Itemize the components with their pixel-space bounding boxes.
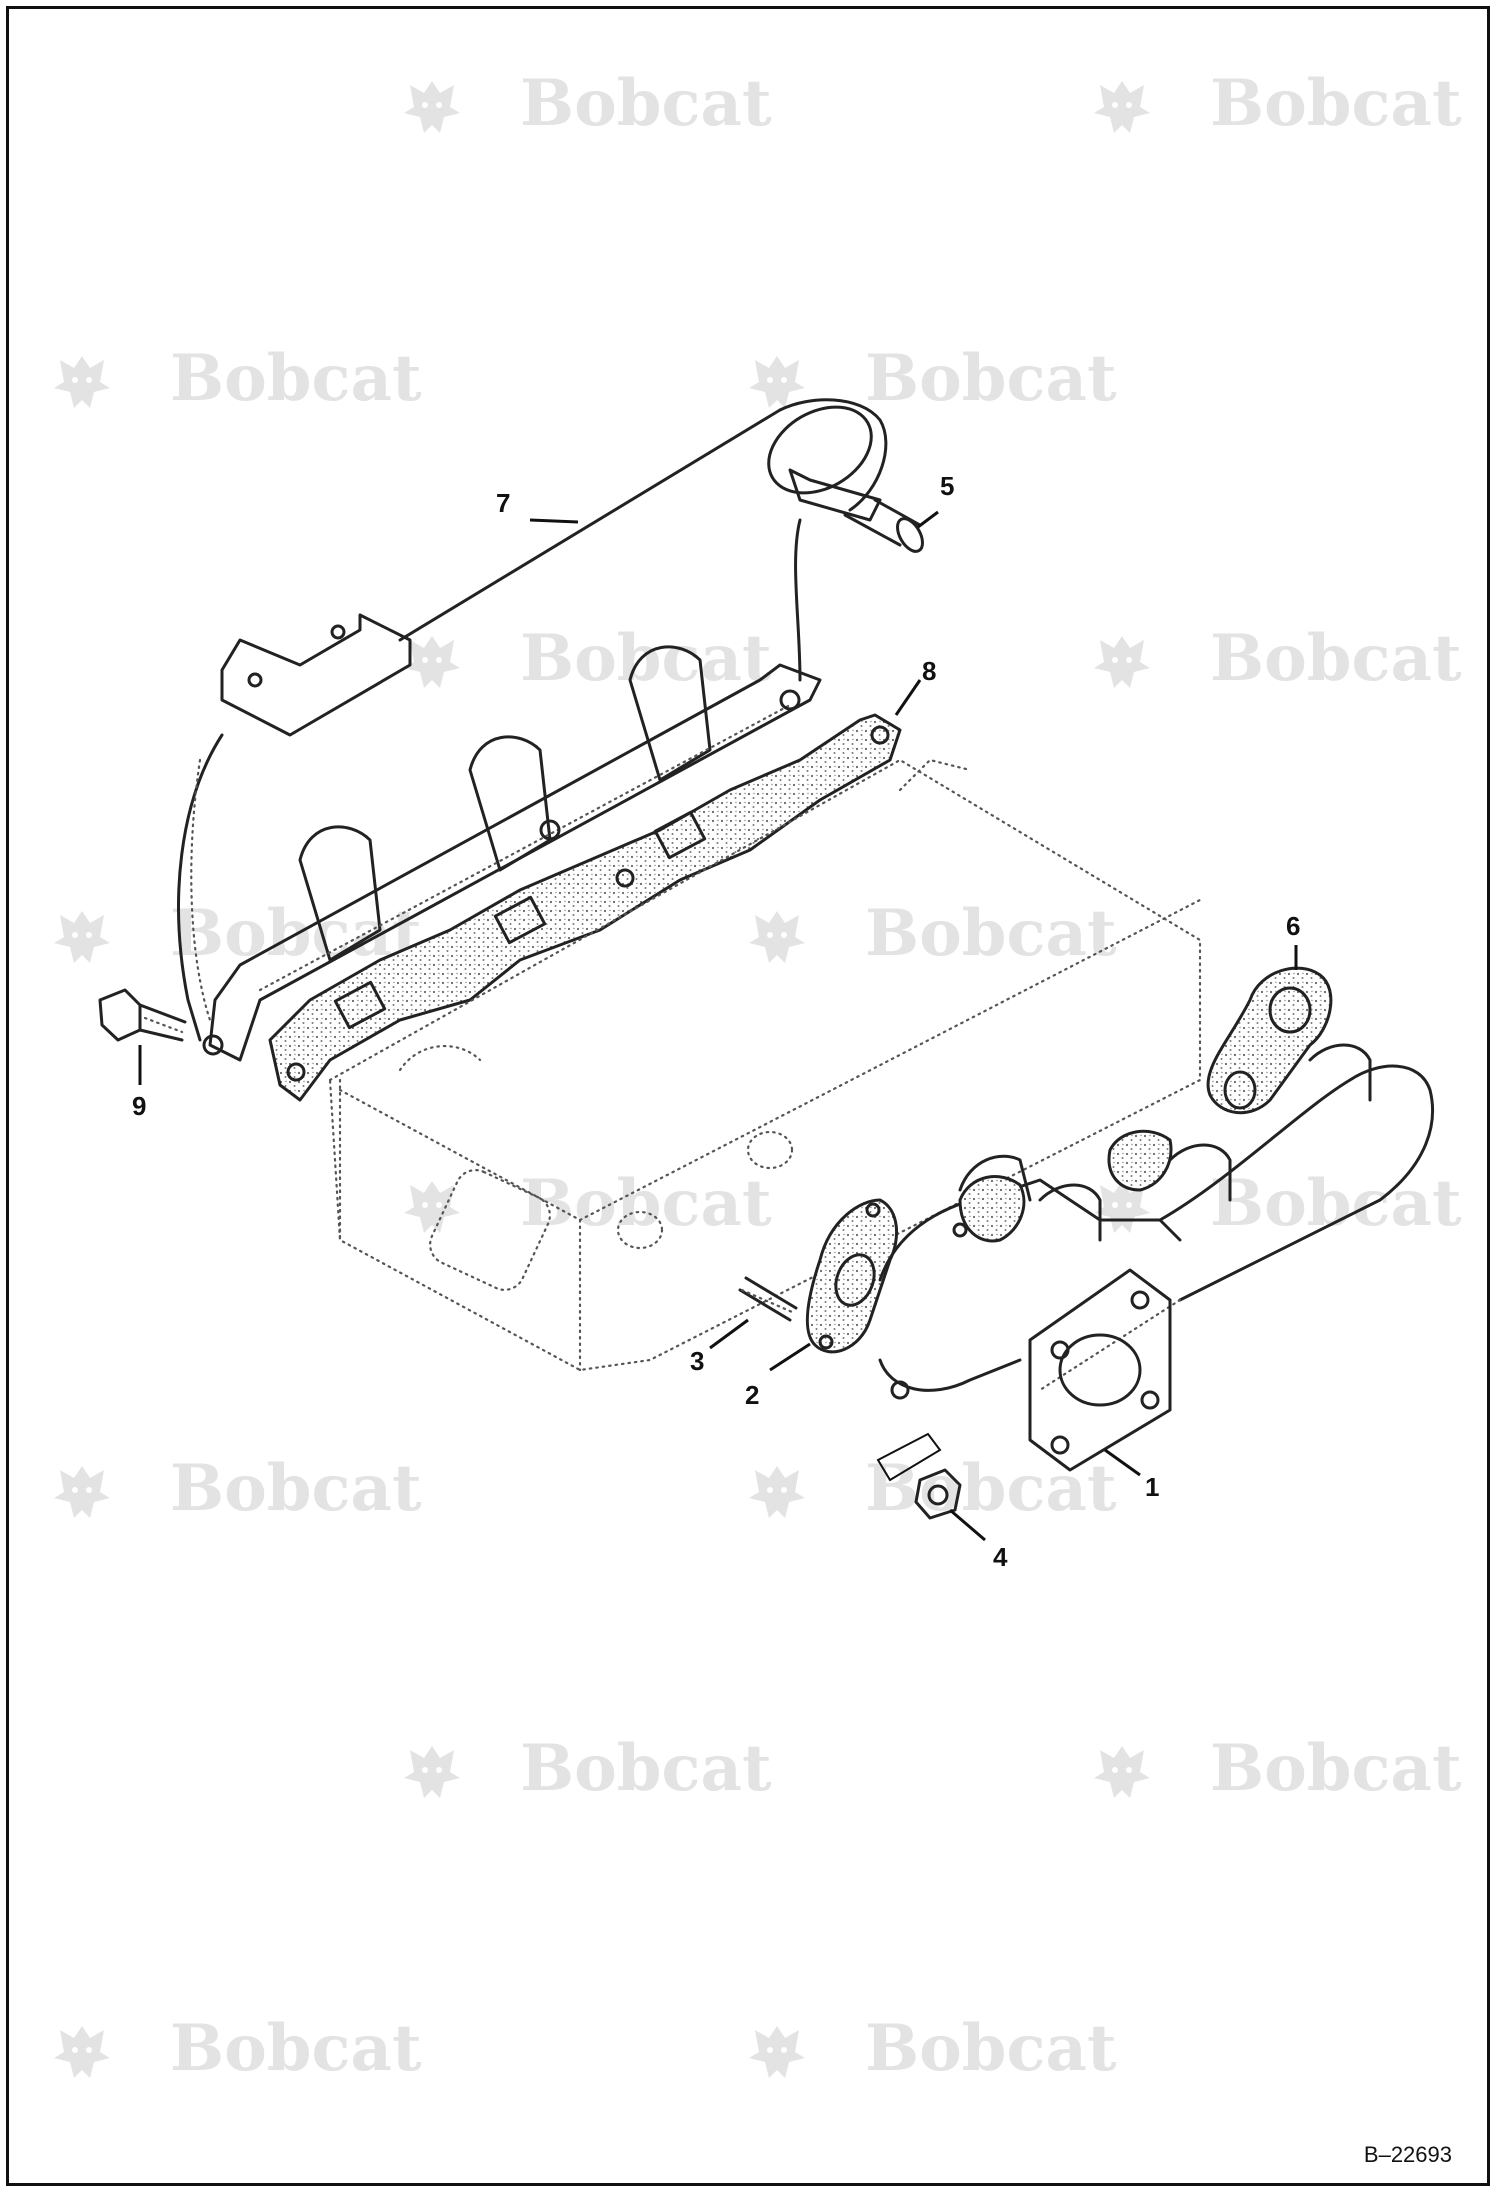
- flange-nut: [914, 1468, 962, 1520]
- watermark-logo-icon: [1094, 81, 1150, 133]
- callout-1: 1: [1145, 1472, 1159, 1502]
- watermark-logo-icon: [749, 1466, 805, 1518]
- watermark-text: Bobcat: [170, 2011, 422, 2086]
- watermark-text: Bobcat: [1210, 1166, 1462, 1241]
- watermark-logo-icon: [749, 2026, 805, 2078]
- leader-lines: [138, 510, 1298, 1542]
- watermark-logo-icon: [54, 2026, 110, 2078]
- watermark-text: Bobcat: [170, 341, 422, 416]
- watermark-text: Bobcat: [520, 621, 772, 696]
- watermark-logo-icon: [404, 636, 460, 688]
- watermark-text: Bobcat: [520, 1731, 772, 1806]
- watermark-logo-icon: [404, 81, 460, 133]
- callout-5: 5: [940, 471, 954, 501]
- watermark-logo-icon: [404, 1181, 460, 1233]
- exhaust-gasket-rear: [1206, 966, 1333, 1115]
- watermark-text: Bobcat: [520, 1166, 772, 1241]
- watermark-text: Bobcat: [170, 1451, 422, 1526]
- callout-7: 7: [496, 488, 510, 518]
- intake-manifold: [177, 398, 924, 1062]
- watermark-logo-icon: [404, 1746, 460, 1798]
- intake-gasket: [268, 713, 902, 1102]
- cylinder-head: [328, 758, 1202, 1372]
- watermark-text: Bobcat: [865, 2011, 1117, 2086]
- watermark-text: Bobcat: [1210, 1731, 1462, 1806]
- exhaust-stud: [738, 1276, 798, 1322]
- watermark-logo-icon: [54, 911, 110, 963]
- figure-reference: B–22693: [1364, 2142, 1452, 2167]
- watermark-text: Bobcat: [1210, 66, 1462, 141]
- watermark-logo-icon: [54, 1466, 110, 1518]
- exhaust-manifold: [878, 1043, 1435, 1472]
- watermark-text: Bobcat: [1210, 621, 1462, 696]
- watermark-logo-icon: [749, 356, 805, 408]
- watermark-text: Bobcat: [865, 896, 1117, 971]
- watermark-logo-icon: [1094, 1746, 1150, 1798]
- callout-9: 9: [132, 1091, 146, 1121]
- exhaust-gasket: [805, 1198, 899, 1354]
- watermark-text: Bobcat: [865, 341, 1117, 416]
- callouts: 1 2 3 4 5 6 7 8 9: [132, 471, 1300, 1572]
- watermark-text: Bobcat: [520, 66, 772, 141]
- manifold-bolt: [98, 988, 187, 1042]
- callout-6: 6: [1286, 911, 1300, 941]
- watermark-logo-icon: [1094, 636, 1150, 688]
- callout-2: 2: [745, 1380, 759, 1410]
- callout-3: 3: [690, 1346, 704, 1376]
- watermark-text: Bobcat: [865, 1451, 1117, 1526]
- callout-4: 4: [993, 1542, 1008, 1572]
- watermark-logo-icon: [54, 356, 110, 408]
- callout-8: 8: [922, 656, 936, 686]
- watermark-logo-icon: [749, 911, 805, 963]
